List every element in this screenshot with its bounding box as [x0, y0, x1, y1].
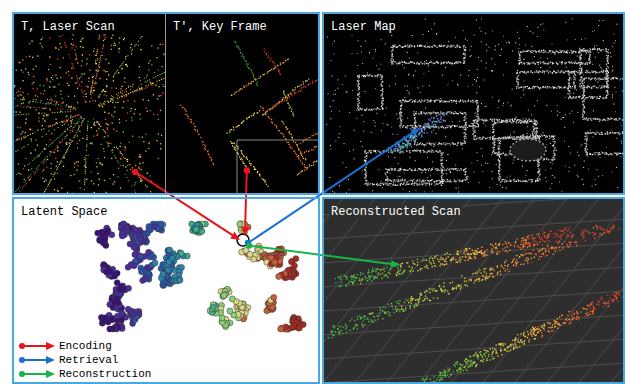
legend-sample	[18, 339, 58, 353]
legend-text: Encoding	[58, 340, 113, 353]
connector-line	[248, 132, 414, 243]
legend-text: Reconstruction	[58, 368, 152, 381]
panel-title: T', Key Frame	[171, 20, 269, 34]
reconstructed-points	[328, 225, 623, 383]
connector	[241, 167, 250, 236]
connector-line	[135, 172, 234, 236]
legend-text: Retrieval	[58, 354, 119, 367]
legend-item: Encoding	[18, 339, 113, 353]
laser-scan-points	[14, 34, 165, 193]
arrow-head	[410, 128, 420, 136]
legend-item: Retrieval	[18, 353, 119, 367]
panel-title: Reconstructed Scan	[329, 205, 463, 219]
recon-ground	[322, 197, 625, 384]
map-ground	[322, 12, 625, 195]
scan-ground	[12, 12, 320, 195]
legend-sample	[18, 353, 58, 367]
connector	[245, 128, 420, 246]
panel-title: T, Laser Scan	[19, 20, 117, 34]
connector	[132, 169, 240, 240]
laser-map-points	[326, 18, 623, 193]
panel-title: Latent Space	[19, 205, 109, 219]
panel: T, Laser Scan T', Key Frame	[12, 12, 320, 195]
start-dot	[244, 167, 250, 173]
panel: Reconstructed Scan	[322, 197, 625, 384]
panel-title: Laser Map	[329, 20, 398, 34]
frame-line	[237, 140, 318, 193]
legend-sample	[18, 367, 58, 381]
panel: Laser Map	[322, 12, 625, 195]
legend-item: Reconstruction	[18, 367, 152, 381]
start-dot	[246, 242, 252, 248]
ground-grid	[324, 199, 623, 382]
arrow-head	[230, 232, 240, 240]
connector-line	[245, 170, 247, 229]
panel: T', Key Frame	[165, 14, 318, 193]
start-dot	[132, 169, 138, 175]
key-frame-points	[180, 41, 318, 187]
latent-scatter	[95, 221, 307, 332]
